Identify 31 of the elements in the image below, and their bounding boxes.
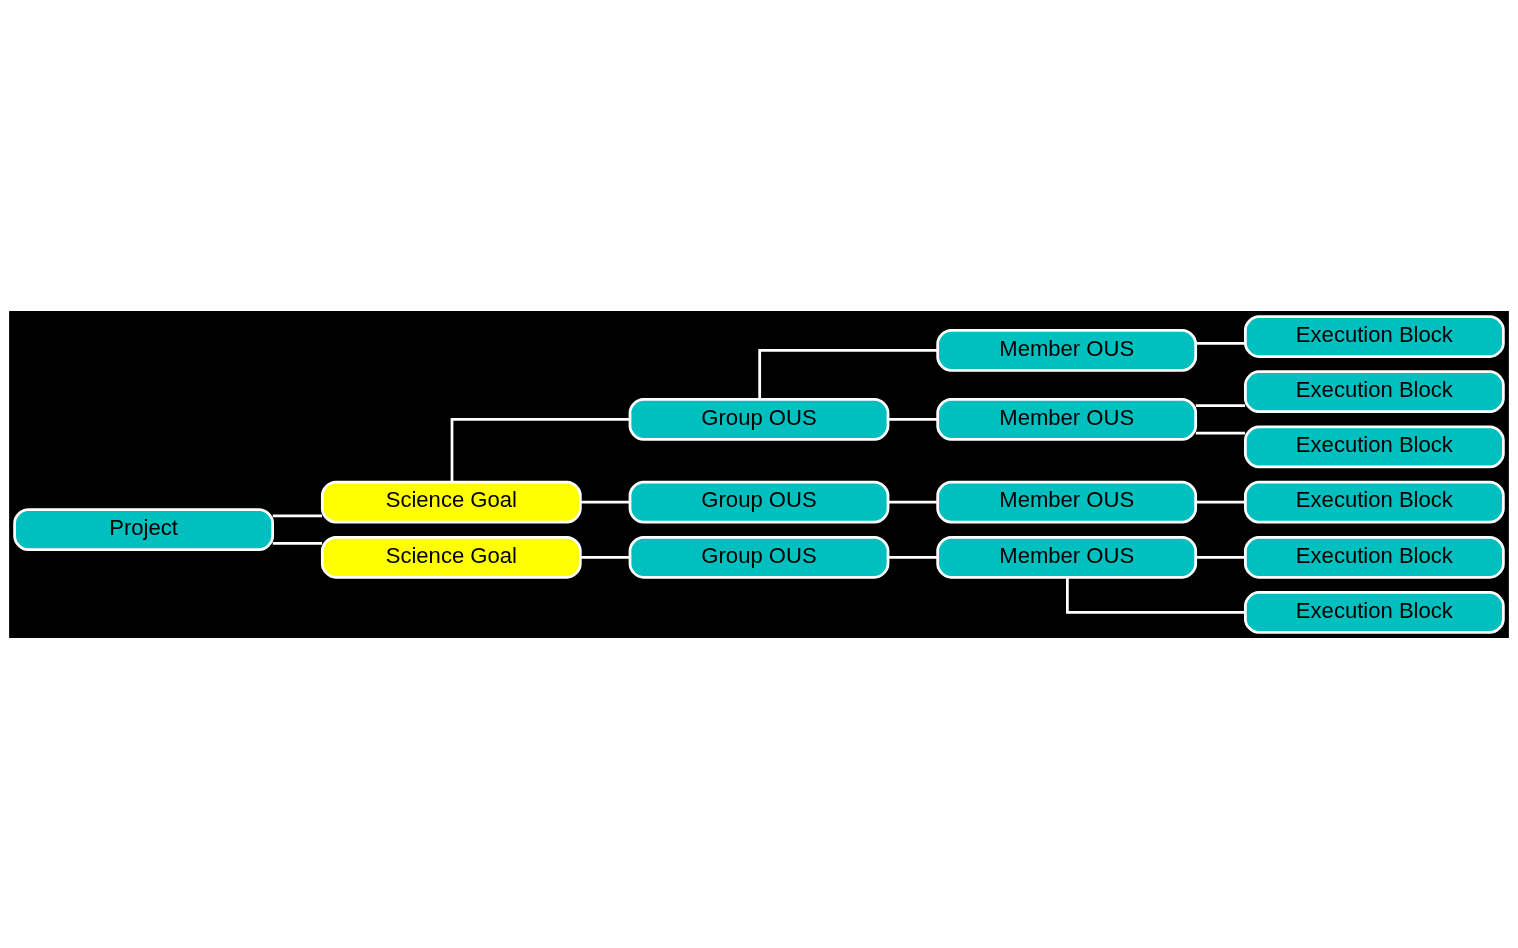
connector: [272, 514, 322, 517]
node-box: Member OUS: [936, 328, 1198, 372]
node-box: Execution Block: [1243, 369, 1505, 413]
node-box: Execution Block: [1243, 480, 1505, 523]
connector: [888, 555, 938, 559]
node-box: Member OUS: [936, 535, 1198, 579]
node-box: Group OUS: [628, 397, 890, 441]
node-box: Member OUS: [936, 480, 1198, 523]
node-box: Group OUS: [628, 480, 890, 523]
connector: [580, 555, 630, 559]
node-box: Science Goal: [320, 480, 582, 523]
node-box: Project: [13, 507, 274, 551]
connector: [1066, 577, 1246, 614]
node-box: Execution Block: [1243, 425, 1505, 468]
node-box: Science Goal: [320, 535, 582, 579]
node-box: Execution Block: [1243, 590, 1505, 634]
node-box: Member OUS: [936, 397, 1198, 441]
connector: [580, 500, 630, 503]
connector: [1195, 555, 1246, 559]
connector: [1195, 403, 1246, 407]
node-box: Execution Block: [1243, 314, 1505, 358]
connector: [758, 348, 938, 399]
connector: [888, 417, 938, 421]
node-box: Execution Block: [1243, 535, 1505, 579]
node-box: Group OUS: [628, 535, 890, 579]
connector: [450, 417, 630, 482]
connector: [1195, 341, 1246, 345]
connector: [888, 500, 938, 503]
connector: [1195, 500, 1246, 503]
connector: [272, 541, 322, 545]
connector: [1195, 431, 1246, 434]
